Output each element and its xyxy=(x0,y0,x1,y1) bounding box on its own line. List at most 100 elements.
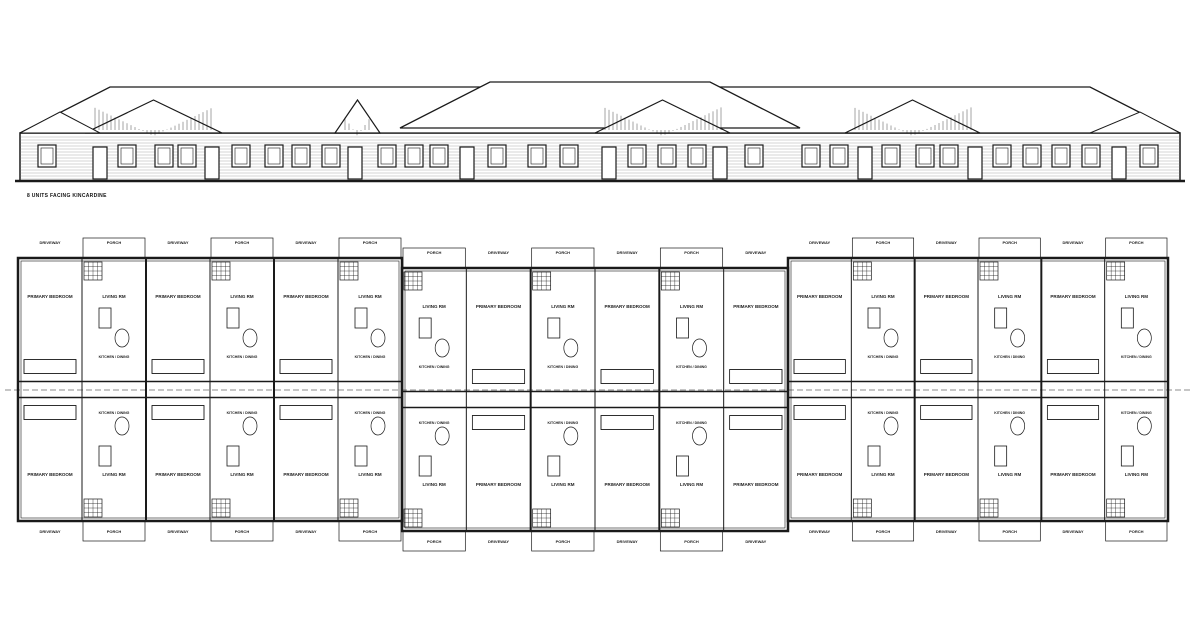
stair xyxy=(339,261,359,281)
door xyxy=(967,146,983,180)
window-pane xyxy=(180,147,194,165)
room-label-bedroom: PRIMARY BEDROOM xyxy=(733,304,779,309)
room-label-bedroom: PRIMARY BEDROOM xyxy=(797,294,843,299)
room-label-kitchen: KITCHEN / DINING xyxy=(419,365,450,369)
porch-outline xyxy=(402,530,466,552)
dining-table xyxy=(563,338,579,358)
stair xyxy=(403,271,423,291)
room-label-kitchen: KITCHEN / DINING xyxy=(1121,411,1152,415)
bathroom-fixtures xyxy=(151,359,205,374)
window-pane xyxy=(1084,147,1098,165)
stair xyxy=(339,498,359,518)
bathroom-fixtures xyxy=(1046,405,1100,420)
sofa xyxy=(1120,307,1134,329)
stair xyxy=(532,508,552,528)
bathroom-fixtures xyxy=(23,405,77,420)
dining-table xyxy=(114,416,130,436)
room-label-living: LIVING RM xyxy=(998,472,1022,477)
room-label-kitchen: KITCHEN / DINING xyxy=(1121,355,1152,359)
door xyxy=(601,146,617,180)
window-pane xyxy=(530,147,544,165)
room-label-living: LIVING RM xyxy=(358,294,382,299)
bathroom-fixtures xyxy=(279,405,333,420)
porch-label: PORCH xyxy=(1002,529,1017,534)
stair xyxy=(403,508,423,528)
bathroom-fixtures xyxy=(920,359,973,374)
porch-outline xyxy=(851,237,915,259)
window xyxy=(527,144,547,168)
bathroom-fixtures xyxy=(793,405,846,420)
room-label-living: LIVING RM xyxy=(551,482,575,487)
sofa xyxy=(354,445,368,467)
door xyxy=(347,146,363,180)
porch-outline xyxy=(82,237,146,259)
window xyxy=(1022,144,1042,168)
sofa xyxy=(547,455,561,477)
front-elevation xyxy=(15,81,1185,183)
window-pane xyxy=(324,147,338,165)
room-label-living: LIVING RM xyxy=(1125,472,1149,477)
sofa xyxy=(676,317,689,339)
window xyxy=(687,144,707,168)
driveway-label: DRIVEWAY xyxy=(809,240,830,245)
sofa xyxy=(676,455,689,477)
room-label-living: LIVING RM xyxy=(358,472,382,477)
porch-outline xyxy=(1105,520,1168,542)
porch-label: PORCH xyxy=(876,529,891,534)
driveway-label: DRIVEWAY xyxy=(745,539,766,544)
sofa xyxy=(226,307,240,329)
sofa xyxy=(418,455,432,477)
window xyxy=(177,144,197,168)
window-pane xyxy=(918,147,932,165)
bathroom-fixtures xyxy=(471,369,526,384)
dining-table xyxy=(692,338,707,358)
window xyxy=(881,144,901,168)
room-label-kitchen: KITCHEN / DINING xyxy=(355,411,386,415)
stair xyxy=(1106,498,1126,518)
dining-table xyxy=(242,416,258,436)
porch-label: PORCH xyxy=(363,529,378,534)
room-label-kitchen: KITCHEN / DINING xyxy=(868,411,899,415)
dining-table xyxy=(370,416,386,436)
dining-table xyxy=(242,328,258,348)
bathroom-fixtures xyxy=(151,359,205,374)
driveway-label: DRIVEWAY xyxy=(936,240,957,245)
room-label-bedroom: PRIMARY BEDROOM xyxy=(605,482,651,487)
window-pane xyxy=(1025,147,1039,165)
room-label-living: LIVING RM xyxy=(1125,294,1149,299)
bathroom-fixtures xyxy=(1046,359,1100,374)
end-gable xyxy=(1089,111,1181,134)
porch-label: PORCH xyxy=(684,539,699,544)
porch-label: PORCH xyxy=(363,240,378,245)
sofa xyxy=(547,317,561,339)
sofa xyxy=(354,307,368,329)
gable xyxy=(84,99,223,134)
door xyxy=(204,146,220,180)
stair xyxy=(852,261,872,281)
gable xyxy=(594,99,731,134)
gable xyxy=(333,98,382,134)
end-gable xyxy=(19,111,101,134)
floor-plan: PRIMARY BEDROOM DRIVEWAY PRIMARY BEDROOM DR… xyxy=(5,237,1190,552)
room-label-bedroom: PRIMARY BEDROOM xyxy=(155,294,201,299)
window-pane xyxy=(942,147,956,165)
bathroom-fixtures xyxy=(23,359,77,374)
driveway-label: DRIVEWAY xyxy=(617,539,638,544)
room-label-living: LIVING RM xyxy=(551,304,575,309)
window xyxy=(117,144,137,168)
driveway-label: DRIVEWAY xyxy=(40,240,61,245)
window xyxy=(487,144,507,168)
room-label-kitchen: KITCHEN / DINING xyxy=(676,365,707,369)
dining-table xyxy=(1136,328,1152,348)
dining-table xyxy=(114,328,130,348)
driveway-label: DRIVEWAY xyxy=(617,250,638,255)
room-label-bedroom: PRIMARY BEDROOM xyxy=(797,472,843,477)
room-label-bedroom: PRIMARY BEDROOM xyxy=(283,294,329,299)
window xyxy=(377,144,397,168)
window xyxy=(1139,144,1159,168)
bathroom-fixtures xyxy=(793,359,846,374)
bathroom-fixtures xyxy=(23,359,77,374)
sofa xyxy=(418,317,432,339)
window-pane xyxy=(562,147,576,165)
